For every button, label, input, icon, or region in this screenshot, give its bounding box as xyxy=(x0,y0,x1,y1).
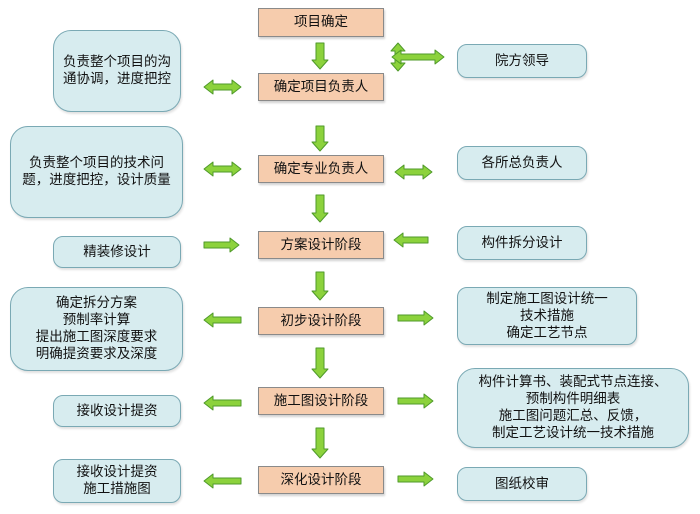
arrow-deepening-to-left xyxy=(203,473,242,489)
right-box-leadership: 院方领导 xyxy=(457,44,587,78)
right-box-unified-measures: 制定施工图设计统一 技术措施 确定工艺节点 xyxy=(457,287,637,345)
double-arrow-leadership xyxy=(391,49,445,65)
right-box-review: 图纸校审 xyxy=(457,467,587,501)
right-line-2: 预制构件明细表 xyxy=(525,391,621,407)
double-arrow-left-2 xyxy=(203,161,242,177)
arrow-construction-to-left xyxy=(203,395,242,411)
down-arrow-4 xyxy=(311,271,329,301)
left-line-4: 明确提资要求及深度 xyxy=(35,346,158,362)
down-arrow-3 xyxy=(311,194,329,223)
left-line-1: 确定拆分方案 xyxy=(56,295,137,311)
down-arrow-5 xyxy=(311,347,329,379)
left-line-1: 接收设计提资 xyxy=(76,464,158,480)
left-line-3: 提出施工图深度要求 xyxy=(35,329,158,345)
arrow-deepening-to-right xyxy=(397,471,434,487)
left-line-2: 施工措施图 xyxy=(83,481,151,497)
left-box-technical: 负责整个项目的技术问题，进度把控，设计质量 xyxy=(10,126,183,218)
arrow-split-to-scheme xyxy=(393,232,429,248)
down-arrow-2 xyxy=(311,125,329,152)
arrow-construction-to-right xyxy=(397,393,434,409)
arrow-preliminary-to-right xyxy=(397,310,434,326)
right-line-2: 技术措施 xyxy=(520,307,574,324)
right-line-3: 确定工艺节点 xyxy=(506,324,588,341)
left-box-coordination: 负责整个项目的沟通协调，进度把控 xyxy=(53,30,181,112)
down-arrow-6 xyxy=(311,427,329,459)
arrow-left-to-scheme xyxy=(203,237,240,253)
node-scheme-design: 方案设计阶段 xyxy=(258,231,384,259)
left-box-split-plan: 确定拆分方案 预制率计算 提出施工图深度要求 明确提资要求及深度 xyxy=(10,287,183,371)
left-box-coordination-text: 负责整个项目的沟通协调，进度把控 xyxy=(63,54,171,87)
node-deepening-design: 深化设计阶段 xyxy=(258,466,384,494)
right-box-chiefs: 各所总负责人 xyxy=(457,146,587,180)
down-arrow-1 xyxy=(311,42,329,70)
right-box-calculations: 构件计算书、装配式节点连接、 预制构件明细表 施工图问题汇总、反馈， 制定工艺设… xyxy=(457,368,689,448)
left-box-technical-text: 负责整个项目的技术问题，进度把控，设计质量 xyxy=(22,155,171,188)
right-box-component-split: 构件拆分设计 xyxy=(457,226,587,260)
double-arrow-chiefs xyxy=(394,164,433,180)
left-box-interior: 精装修设计 xyxy=(53,236,181,268)
left-box-receive: 接收设计提资 xyxy=(53,395,181,427)
right-line-3: 施工图问题汇总、反馈， xyxy=(498,408,648,424)
right-line-1: 构件计算书、装配式节点连接、 xyxy=(478,374,668,390)
node-construction-drawing: 施工图设计阶段 xyxy=(258,387,384,415)
left-box-receive-measures: 接收设计提资 施工措施图 xyxy=(53,459,181,503)
right-line-4: 制定工艺设计统一技术措施 xyxy=(492,425,654,441)
node-project-leader: 确定项目负责人 xyxy=(258,73,384,101)
node-preliminary-design: 初步设计阶段 xyxy=(258,307,384,335)
arrow-preliminary-to-left xyxy=(203,312,242,328)
right-line-1: 制定施工图设计统一 xyxy=(486,290,608,307)
node-project-confirmed: 项目确定 xyxy=(258,8,384,37)
left-line-2: 预制率计算 xyxy=(62,312,131,328)
double-arrow-left-1 xyxy=(203,79,242,95)
node-discipline-leader: 确定专业负责人 xyxy=(258,155,384,183)
